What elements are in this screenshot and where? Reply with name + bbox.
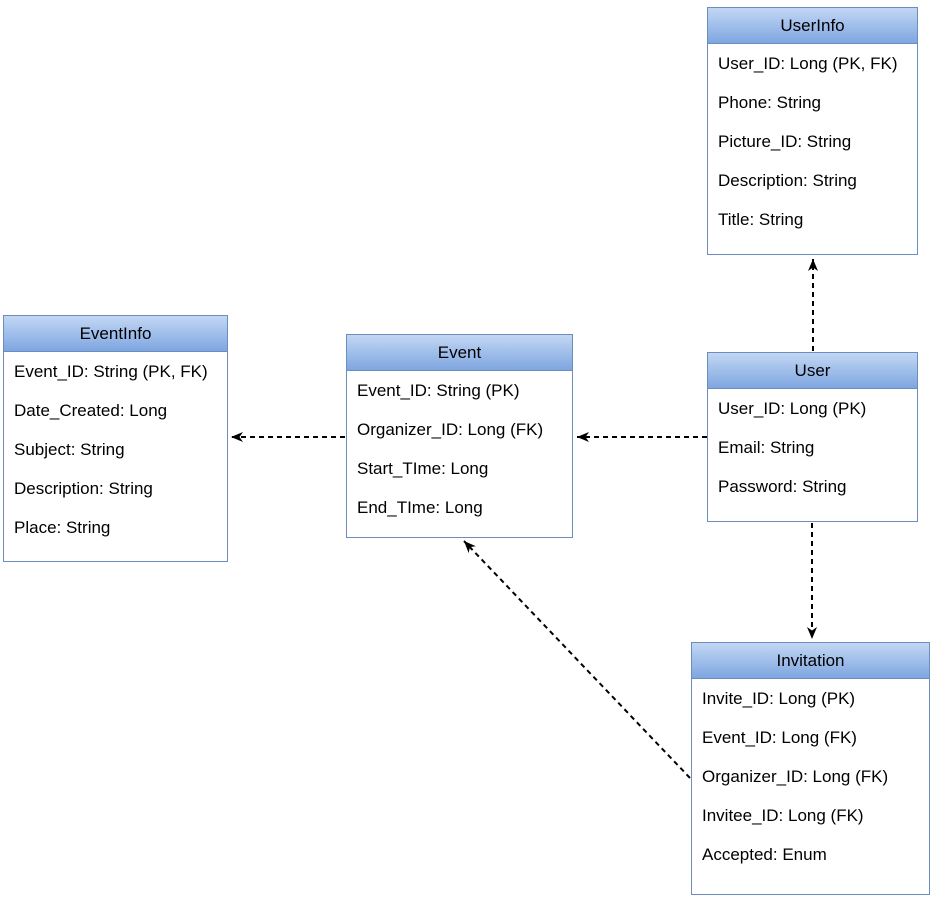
entity-userinfo-field-3: Description: String (718, 171, 857, 190)
entity-userinfo-title: UserInfo (708, 8, 917, 44)
entity-eventinfo-title: EventInfo (4, 316, 227, 352)
entity-userinfo: UserInfo User_ID: Long (PK, FK) Phone: S… (707, 7, 918, 255)
entity-eventinfo-field-1: Date_Created: Long (14, 401, 168, 420)
entity-invitation-field-0: Invite_ID: Long (PK) (702, 689, 856, 708)
entity-eventinfo-field-3: Description: String (14, 479, 153, 498)
entity-eventinfo-field-2: Subject: String (14, 440, 125, 459)
entity-userinfo-field-0: User_ID: Long (PK, FK) (718, 54, 898, 73)
connector-invitation-to-event (463, 540, 691, 779)
entity-userinfo-field-2: Picture_ID: String (718, 132, 852, 151)
entity-user-field-2: Password: String (718, 477, 847, 496)
entity-eventinfo: EventInfo Event_ID: String (PK, FK) Date… (3, 315, 228, 562)
entity-user-field-0: User_ID: Long (PK) (718, 399, 867, 418)
entity-invitation-field-3: Invitee_ID: Long (FK) (702, 806, 864, 825)
entity-invitation-field-1: Event_ID: Long (FK) (702, 728, 857, 747)
entity-invitation-field-2: Organizer_ID: Long (FK) (702, 767, 889, 786)
entity-event-field-1: Organizer_ID: Long (FK) (357, 420, 544, 439)
entity-invitation-title: Invitation (692, 643, 929, 679)
entity-userinfo-field-4: Title: String (718, 210, 804, 229)
entity-event-field-2: Start_TIme: Long (357, 459, 489, 478)
entity-eventinfo-field-0: Event_ID: String (PK, FK) (14, 362, 208, 381)
entity-userinfo-field-1: Phone: String (718, 93, 822, 112)
entity-invitation-field-4: Accepted: Enum (702, 845, 827, 864)
entity-invitation: Invitation Invite_ID: Long (PK) Event_ID… (691, 642, 930, 895)
entity-user: User User_ID: Long (PK) Email: String Pa… (707, 352, 918, 522)
entity-event: Event Event_ID: String (PK) Organizer_ID… (346, 334, 573, 538)
entity-eventinfo-field-4: Place: String (14, 518, 111, 537)
entity-event-field-3: End_TIme: Long (357, 498, 483, 517)
entity-user-title: User (708, 353, 917, 389)
entity-user-field-1: Email: String (718, 438, 815, 457)
entity-event-field-0: Event_ID: String (PK) (357, 381, 520, 400)
entity-event-title: Event (347, 335, 572, 371)
